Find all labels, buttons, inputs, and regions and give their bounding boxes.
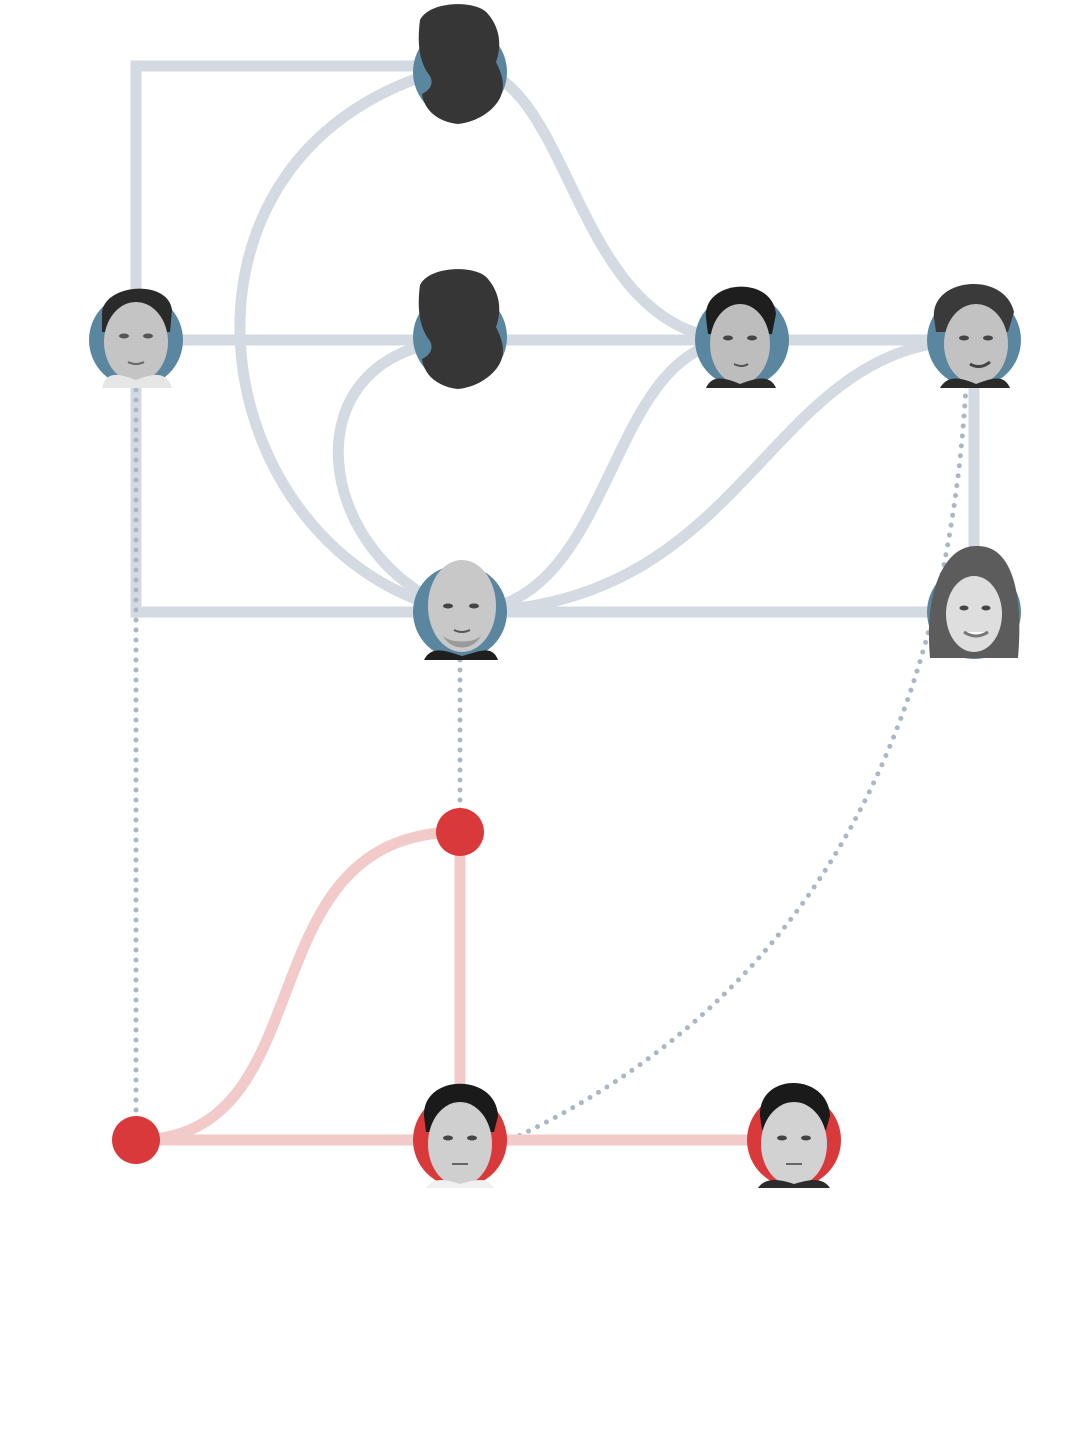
woman-silhouette-icon — [418, 269, 503, 389]
edge-anonymous-woman-top-to-man-center-right — [459, 60, 743, 346]
edge-man-far-right-to-bald-man-center — [459, 334, 975, 618]
man-portrait-icon — [933, 284, 1014, 388]
man-portrait-icon — [705, 286, 776, 388]
edges-layer — [130, 60, 980, 1146]
man-center-right-node[interactable] — [695, 286, 789, 388]
edge-man-left-to-bald-man-center — [130, 340, 460, 618]
red-dot-left-node[interactable] — [112, 1116, 160, 1164]
nodes-layer — [89, 4, 1021, 1188]
node-dot — [112, 1116, 160, 1164]
edge-man-left-to-anonymous-woman-top — [130, 60, 460, 340]
man-portrait-icon — [102, 288, 172, 388]
man-portrait-icon — [424, 560, 498, 660]
anonymous-woman-middle-node[interactable] — [413, 269, 507, 389]
man-far-right-node[interactable] — [927, 284, 1021, 388]
man-portrait-icon — [423, 1083, 498, 1188]
man-bottom-center-node[interactable] — [413, 1083, 507, 1188]
anonymous-woman-top-node[interactable] — [413, 4, 507, 124]
edge-anonymous-woman-top-to-bald-man-center — [234, 60, 462, 618]
man-bottom-right-node[interactable] — [747, 1083, 841, 1188]
node-dot — [436, 808, 484, 856]
edge-man-center-right-to-bald-man-center — [459, 334, 743, 618]
red-dot-upper-node[interactable] — [436, 808, 484, 856]
woman-portrait-icon — [928, 545, 1020, 658]
man-left-node[interactable] — [89, 288, 183, 388]
man-portrait-icon — [758, 1083, 830, 1188]
woman-right-node[interactable] — [927, 545, 1021, 659]
edge-man-far-right-to-man-bottom-center — [507, 383, 969, 1143]
bald-man-center-node[interactable] — [413, 560, 507, 660]
edge-red-dot-left-to-red-dot-upper — [135, 826, 461, 1146]
edge-anonymous-woman-middle-to-bald-man-center — [332, 334, 462, 618]
woman-silhouette-icon — [418, 4, 503, 124]
